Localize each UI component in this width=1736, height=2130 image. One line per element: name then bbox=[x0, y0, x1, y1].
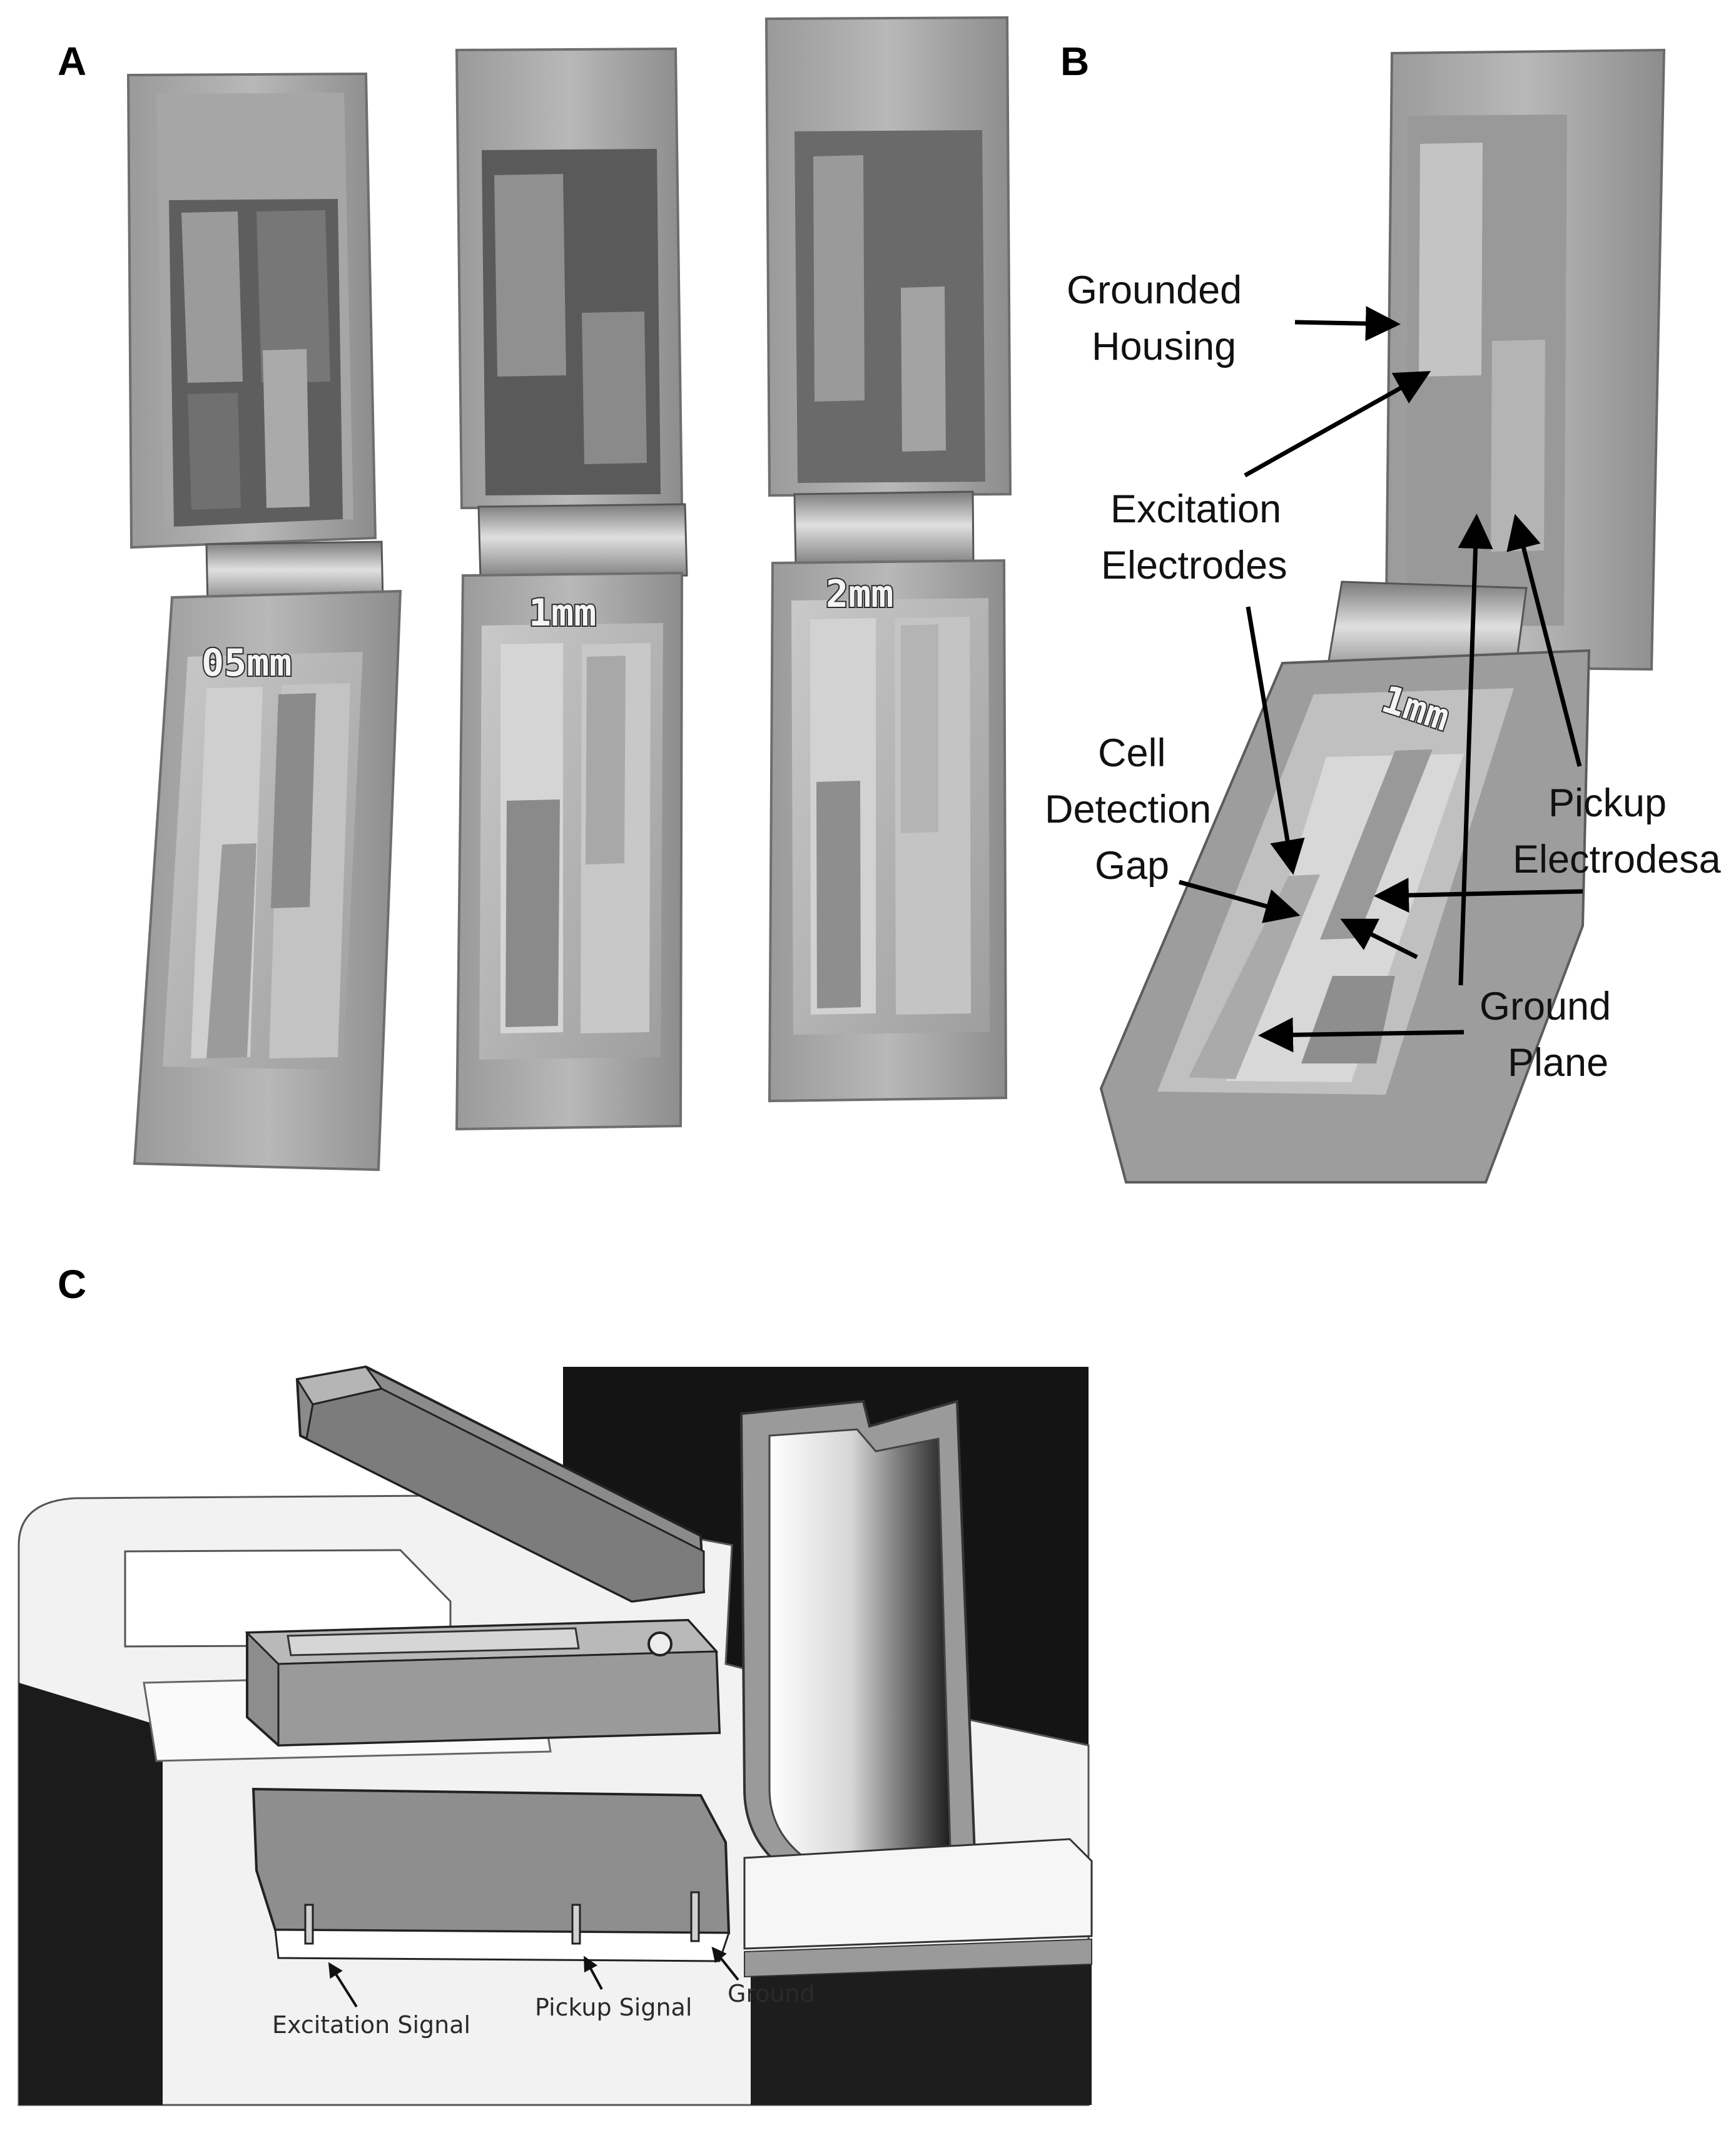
cuvette-1mm-photo bbox=[455, 47, 688, 1131]
panel-b-letter: B bbox=[1060, 39, 1089, 84]
arrow-detection-gap bbox=[1179, 880, 1301, 923]
ground-plane-label-line2: Plane bbox=[1508, 1041, 1608, 1085]
arrow-ground-plane-middle bbox=[1340, 918, 1418, 960]
arrow-grounded-housing bbox=[1294, 306, 1401, 342]
arrow-pickup-lower bbox=[1374, 878, 1583, 913]
arrow-ground bbox=[711, 1946, 739, 1981]
arrow-excitation-lower bbox=[1246, 606, 1305, 875]
arrow-excitation-signal bbox=[328, 1962, 358, 2008]
cell-detection-gap-label-line1: Cell bbox=[1098, 731, 1166, 775]
excitation-signal-label: Excitation Signal bbox=[272, 2011, 470, 2039]
cuvette-2mm-photo bbox=[764, 16, 1012, 1103]
panel-a-letter: A bbox=[58, 39, 86, 84]
cuvette-engraving-0: 05mm bbox=[200, 640, 293, 686]
cuvette-05mm-photo bbox=[126, 72, 402, 1172]
arrow-excitation-upper bbox=[1244, 371, 1431, 478]
grounded-housing-label-line2: Housing bbox=[1092, 325, 1236, 368]
arrow-ground-plane-upper bbox=[1458, 514, 1493, 986]
arrow-ground-plane-lower bbox=[1258, 1017, 1464, 1053]
cuvette-open-photo: 1mm bbox=[1099, 48, 1666, 1184]
cad-render bbox=[18, 1365, 1093, 2106]
pickup-electrodes-label-line2: Electrodesa bbox=[1513, 838, 1722, 881]
svg-text:2mm: 2mm bbox=[826, 572, 893, 616]
cuvette-engraving-2: 2mm bbox=[825, 571, 895, 617]
arrow-pickup-signal bbox=[584, 1955, 603, 1990]
panel-b-arrows bbox=[1179, 306, 1583, 1053]
ground-label: Ground bbox=[728, 1980, 815, 2007]
panel-c-letter: C bbox=[58, 1262, 86, 1307]
pickup-electrodes-label-line1: Pickup bbox=[1548, 781, 1667, 825]
cell-detection-gap-label-line2: Detection bbox=[1045, 788, 1211, 831]
panel-b: B 1mm Grounded Housing Excitation Electr… bbox=[1045, 39, 1722, 1184]
excitation-electrodes-label-line1: Excitation bbox=[1110, 487, 1281, 531]
cell-detection-gap-label-line3: Gap bbox=[1095, 844, 1169, 888]
panel-a: A bbox=[58, 16, 1012, 1172]
panel-c-arrows bbox=[328, 1946, 739, 2008]
pickup-signal-label: Pickup Signal bbox=[535, 1994, 692, 2021]
svg-text:1mm: 1mm bbox=[529, 591, 596, 635]
svg-text:05mm: 05mm bbox=[201, 641, 292, 685]
ground-plane-label-line1: Ground bbox=[1480, 985, 1611, 1028]
cuvette-engraving-1: 1mm bbox=[527, 590, 597, 636]
arrow-pickup-upper bbox=[1506, 514, 1582, 767]
excitation-electrodes-label-line2: Electrodes bbox=[1101, 544, 1287, 587]
panel-c: C bbox=[18, 1262, 1093, 2106]
grounded-housing-label-line1: Grounded bbox=[1067, 268, 1242, 312]
